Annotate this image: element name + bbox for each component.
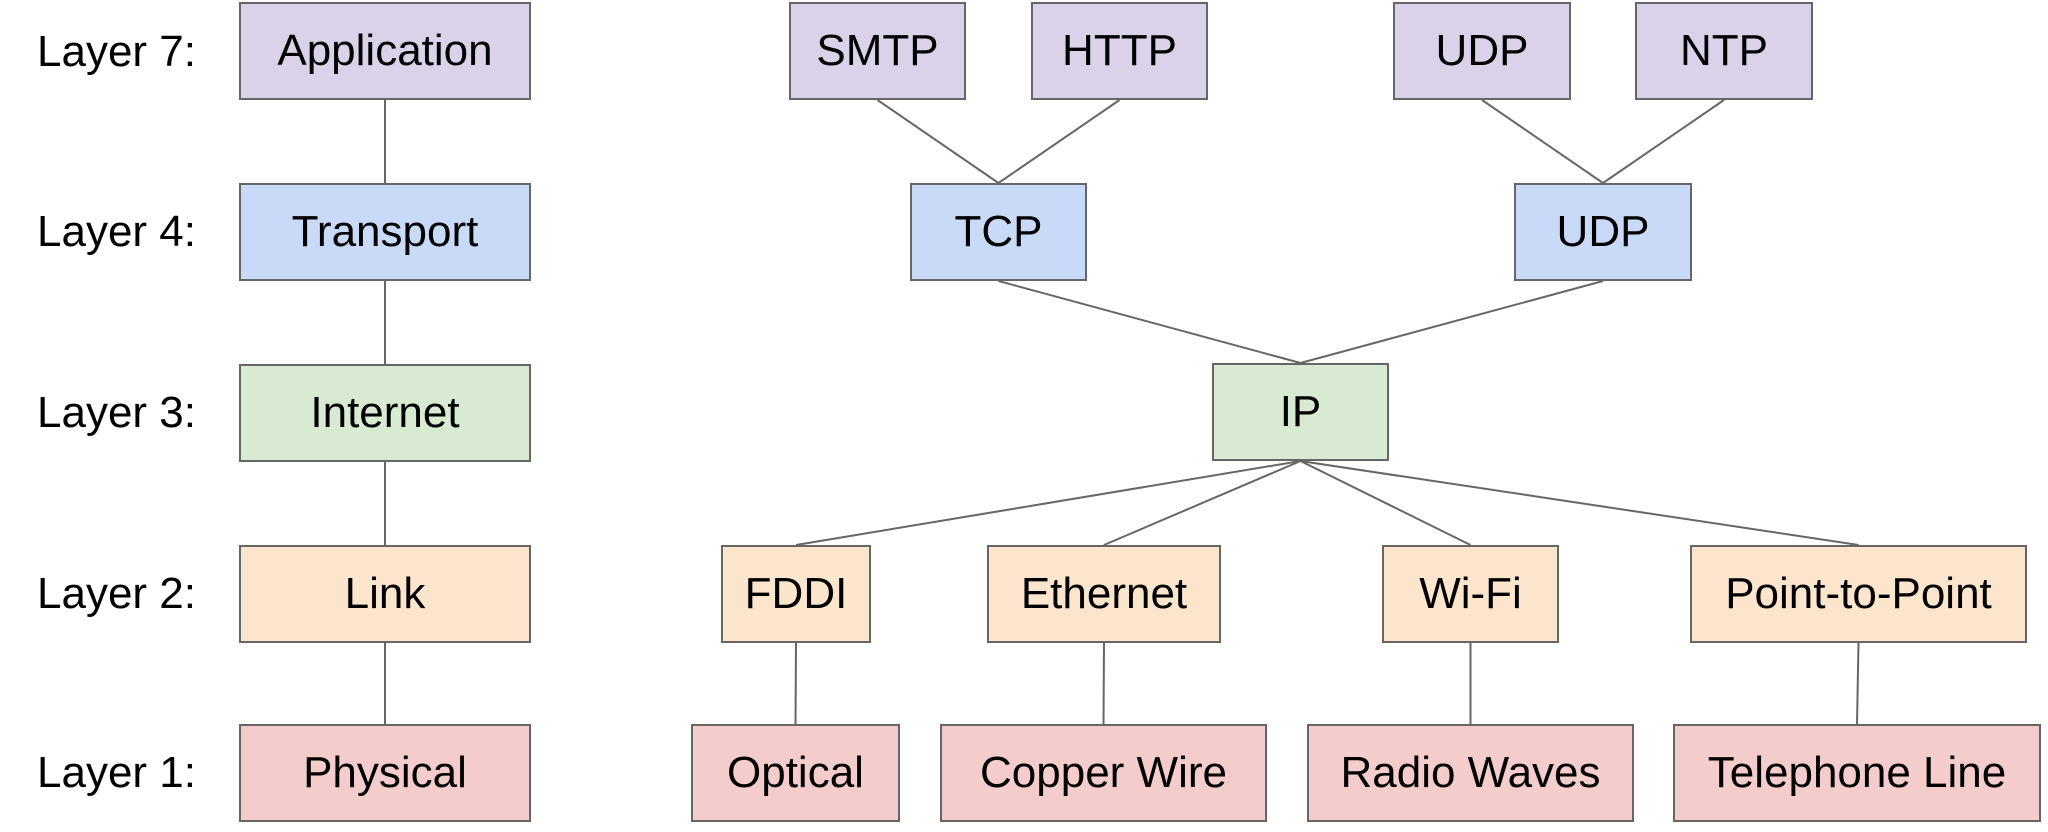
wifi-box: Wi-Fi	[1382, 545, 1559, 643]
connector-line	[1856, 642, 1860, 725]
fddi-box: FDDI	[721, 545, 871, 643]
ntp-box: NTP	[1635, 2, 1813, 100]
ethernet-box: Ethernet	[987, 545, 1221, 643]
physical-box: Physical	[239, 724, 531, 822]
connector-line	[1300, 460, 1859, 546]
ip-box: IP	[1212, 363, 1389, 461]
connector-line	[794, 642, 797, 725]
connector-line	[1300, 460, 1471, 546]
optical-box: Optical	[691, 724, 900, 822]
connector-line	[876, 99, 1000, 184]
connector-line	[1103, 460, 1301, 546]
connector-line	[998, 280, 1301, 364]
smtp-box: SMTP	[789, 2, 966, 100]
telephone-line-box: Telephone Line	[1673, 724, 2041, 822]
radio-waves-box: Radio Waves	[1307, 724, 1634, 822]
copper-wire-box: Copper Wire	[940, 724, 1267, 822]
connector-line	[1300, 280, 1604, 364]
transport-box: Transport	[239, 183, 531, 281]
connector-line	[1102, 642, 1105, 725]
layer-2-label: Layer 2:	[37, 569, 196, 618]
layer-7-label: Layer 7:	[37, 27, 196, 76]
layer-4-label: Layer 4:	[37, 207, 196, 256]
tcp-box: TCP	[910, 183, 1087, 281]
udp-box: UDP	[1514, 183, 1692, 281]
internet-box: Internet	[239, 364, 531, 462]
layer-3-label: Layer 3:	[37, 388, 196, 437]
connector-line	[1602, 99, 1725, 184]
layer-1-label: Layer 1:	[37, 748, 196, 797]
application-box: Application	[239, 2, 531, 100]
connector-line	[997, 99, 1121, 184]
http-box: HTTP	[1031, 2, 1208, 100]
link-box: Link	[239, 545, 531, 643]
point-to-point-box: Point-to-Point	[1690, 545, 2027, 643]
udp-app-box: UDP	[1393, 2, 1571, 100]
connector-line	[795, 460, 1301, 546]
connector-line	[1481, 99, 1604, 184]
